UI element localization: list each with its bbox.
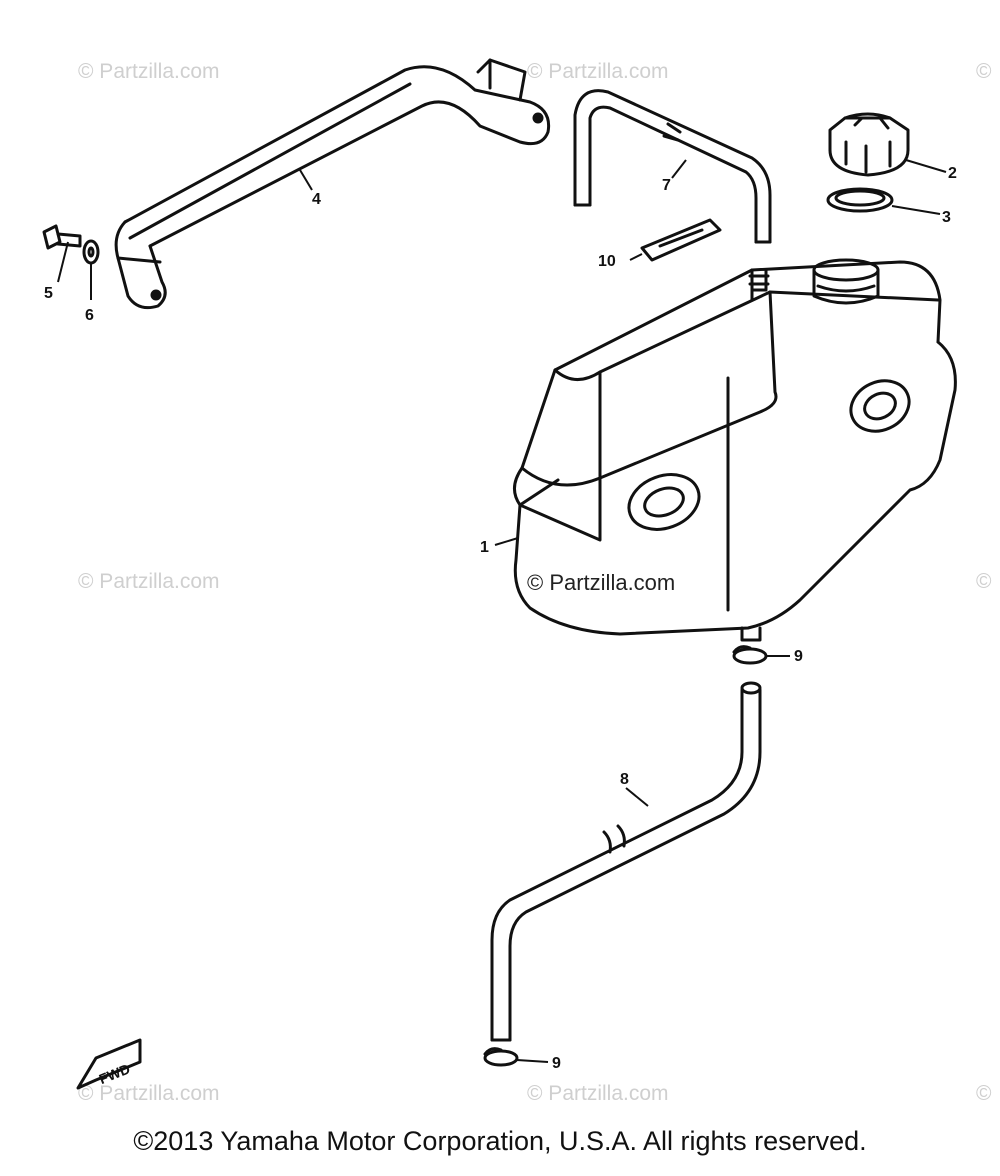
callout-3: 3	[942, 209, 951, 226]
callout-1: 1	[480, 539, 489, 556]
part-9-clamp-lower	[483, 1047, 519, 1067]
watermark: © Partzilla.com	[527, 60, 669, 83]
watermark: © Partzilla.com	[78, 1082, 220, 1105]
part-10-emblem	[640, 218, 722, 262]
callout-7: 7	[662, 177, 671, 194]
callout-10: 10	[598, 253, 616, 270]
watermark: © Partzilla.com	[527, 1082, 669, 1105]
watermark-center: © Partzilla.com	[527, 570, 676, 596]
part-2-cap	[828, 112, 910, 177]
watermark: ©	[976, 1082, 992, 1105]
watermark: © Partzilla.com	[78, 60, 220, 83]
part-6-washer	[82, 239, 100, 265]
copyright-footer: ©2013 Yamaha Motor Corporation, U.S.A. A…	[133, 1126, 867, 1156]
watermark: ©	[976, 570, 992, 593]
watermark: © Partzilla.com	[78, 570, 220, 593]
part-7-hose	[573, 89, 772, 244]
part-5-bolt	[42, 224, 82, 250]
callout-9-lower: 9	[552, 1055, 561, 1072]
part-1-tank	[513, 258, 957, 642]
part-8-fuel-hose	[490, 681, 762, 1042]
fwd-arrow-icon	[76, 1038, 142, 1090]
part-9-clamp-upper	[732, 645, 768, 665]
callout-8: 8	[620, 771, 629, 788]
part-4-bracket	[114, 58, 551, 310]
callout-4: 4	[312, 191, 321, 208]
callout-6: 6	[85, 307, 94, 324]
leader-lines	[57, 159, 947, 1063]
watermark: ©	[976, 60, 992, 83]
callout-9-upper: 9	[794, 648, 803, 665]
callout-2: 2	[948, 165, 957, 182]
part-3-gasket	[826, 187, 894, 213]
callout-5: 5	[44, 285, 53, 302]
